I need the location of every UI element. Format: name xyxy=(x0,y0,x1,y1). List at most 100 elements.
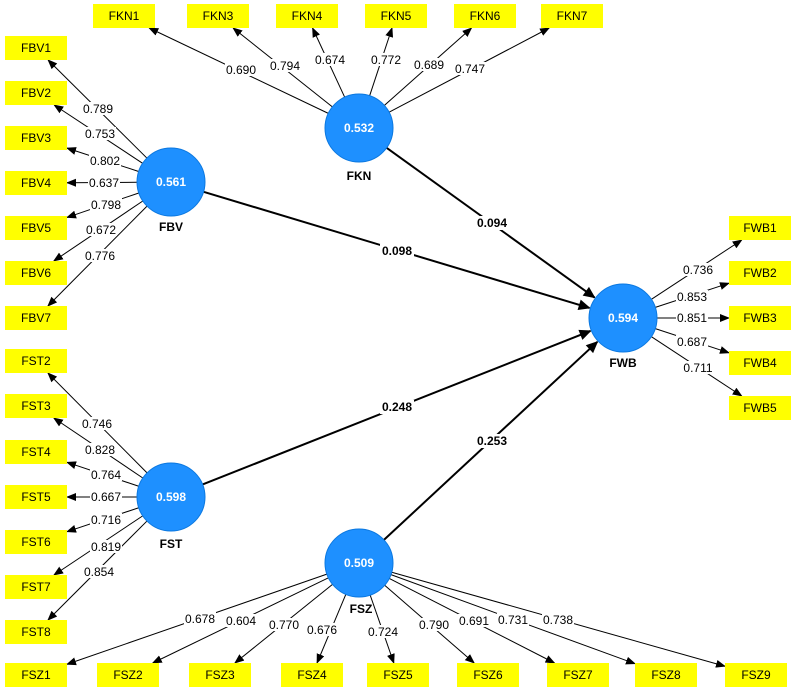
indicator-fst8[interactable]: FST8 xyxy=(5,620,67,644)
indicator-label: FWB1 xyxy=(743,221,777,235)
loading-label-bg xyxy=(682,263,714,276)
loading-label-fsz5: 0.724 xyxy=(367,625,399,639)
loading-value: 0.604 xyxy=(226,614,256,628)
indicator-fbv2[interactable]: FBV2 xyxy=(5,81,67,105)
loading-label-fbv2: 0.753 xyxy=(84,127,116,141)
loading-value: 0.676 xyxy=(307,623,337,637)
indicator-label: FWB4 xyxy=(743,356,777,370)
indicator-box xyxy=(454,4,516,28)
indicator-fkn6[interactable]: FKN6 xyxy=(454,4,516,28)
indicator-fbv3[interactable]: FBV3 xyxy=(5,126,67,150)
loading-label-fbv3: 0.802 xyxy=(89,154,121,168)
indicator-box xyxy=(5,216,67,240)
indicator-fst5[interactable]: FST5 xyxy=(5,485,67,509)
indicator-fkn3[interactable]: FKN3 xyxy=(187,4,249,28)
loading-label-fwb5: 0.711 xyxy=(682,361,714,375)
indicator-fst6[interactable]: FST6 xyxy=(5,530,67,554)
loading-label-fbv6: 0.672 xyxy=(85,223,117,237)
loading-label-bg xyxy=(542,613,574,626)
indicator-label: FBV3 xyxy=(21,131,51,145)
loading-label-fst6: 0.716 xyxy=(90,513,122,527)
indicator-fwb3[interactable]: FWB3 xyxy=(729,306,791,330)
indicator-box xyxy=(5,36,67,60)
indicator-fsz7[interactable]: FSZ7 xyxy=(547,663,609,687)
indicator-fsz8[interactable]: FSZ8 xyxy=(635,663,697,687)
loading-label-fst7: 0.819 xyxy=(90,540,122,554)
indicator-fsz4[interactable]: FSZ4 xyxy=(281,663,343,687)
loading-value: 0.798 xyxy=(91,198,121,212)
indicator-label: FST7 xyxy=(21,580,51,594)
latent-circle xyxy=(136,147,206,217)
indicator-fsz2[interactable]: FSZ2 xyxy=(97,663,159,687)
indicator-box xyxy=(635,663,697,687)
indicator-fsz3[interactable]: FSZ3 xyxy=(189,663,251,687)
loading-value: 0.772 xyxy=(371,53,401,67)
indicator-fwb5[interactable]: FWB5 xyxy=(729,396,791,420)
loading-label-bg xyxy=(90,540,122,553)
indicator-fbv6[interactable]: FBV6 xyxy=(5,261,67,285)
loading-value: 0.770 xyxy=(269,618,299,632)
indicator-label: FSZ8 xyxy=(651,668,681,682)
indicator-fbv1[interactable]: FBV1 xyxy=(5,36,67,60)
indicator-fkn7[interactable]: FKN7 xyxy=(541,4,603,28)
indicator-fwb1[interactable]: FWB1 xyxy=(729,216,791,240)
indicator-box xyxy=(187,4,249,28)
indicator-box xyxy=(5,485,67,509)
loading-value: 0.776 xyxy=(85,249,115,263)
indicator-fwb2[interactable]: FWB2 xyxy=(729,261,791,285)
indicator-fsz5[interactable]: FSZ5 xyxy=(367,663,429,687)
indicator-fst4[interactable]: FST4 xyxy=(5,440,67,464)
path-coef-value: 0.098 xyxy=(382,244,412,258)
loading-value: 0.854 xyxy=(84,565,114,579)
indicator-label: FSZ6 xyxy=(473,668,503,682)
loading-label-fsz4: 0.676 xyxy=(306,623,338,637)
indicator-label: FBV2 xyxy=(21,86,51,100)
loading-label-fkn4: 0.674 xyxy=(314,53,346,67)
indicator-box xyxy=(365,4,427,28)
loading-value: 0.789 xyxy=(83,102,113,116)
loading-label-fbv7: 0.776 xyxy=(84,249,116,263)
indicator-fbv4[interactable]: FBV4 xyxy=(5,171,67,195)
indicator-box xyxy=(729,351,791,375)
indicator-fst7[interactable]: FST7 xyxy=(5,575,67,599)
indicator-label: FSZ7 xyxy=(563,668,593,682)
loading-value: 0.747 xyxy=(455,62,485,76)
indicator-fsz6[interactable]: FSZ6 xyxy=(457,663,519,687)
r-squared-value: 0.594 xyxy=(608,311,638,325)
loading-label-bg xyxy=(90,198,122,211)
indicator-fkn1[interactable]: FKN1 xyxy=(93,4,155,28)
loading-label-bg xyxy=(82,102,114,115)
loading-label-bg xyxy=(268,618,300,631)
loading-label-bg xyxy=(676,311,708,324)
indicator-label: FBV7 xyxy=(21,311,51,325)
indicator-fwb4[interactable]: FWB4 xyxy=(729,351,791,375)
loading-label-bg xyxy=(81,417,113,430)
indicator-fkn5[interactable]: FKN5 xyxy=(365,4,427,28)
indicator-box xyxy=(97,663,159,687)
loading-value: 0.731 xyxy=(498,613,528,627)
loading-value: 0.689 xyxy=(414,58,444,72)
indicator-fsz1[interactable]: FSZ1 xyxy=(5,663,67,687)
indicator-fst2[interactable]: FST2 xyxy=(5,349,67,373)
indicator-label: FWB3 xyxy=(743,311,777,325)
loading-value: 0.674 xyxy=(315,53,345,67)
indicator-fkn4[interactable]: FKN4 xyxy=(276,4,338,28)
loading-label-fst4: 0.764 xyxy=(90,468,122,482)
indicator-label: FKN1 xyxy=(109,9,140,23)
indicator-fbv5[interactable]: FBV5 xyxy=(5,216,67,240)
indicator-box xyxy=(5,575,67,599)
loading-label-bg xyxy=(370,53,402,66)
indicator-fst3[interactable]: FST3 xyxy=(5,394,67,418)
indicator-label: FKN7 xyxy=(557,9,588,23)
indicator-fbv7[interactable]: FBV7 xyxy=(5,306,67,330)
indicator-fsz9[interactable]: FSZ9 xyxy=(725,663,787,687)
loading-label-bg xyxy=(418,618,450,631)
